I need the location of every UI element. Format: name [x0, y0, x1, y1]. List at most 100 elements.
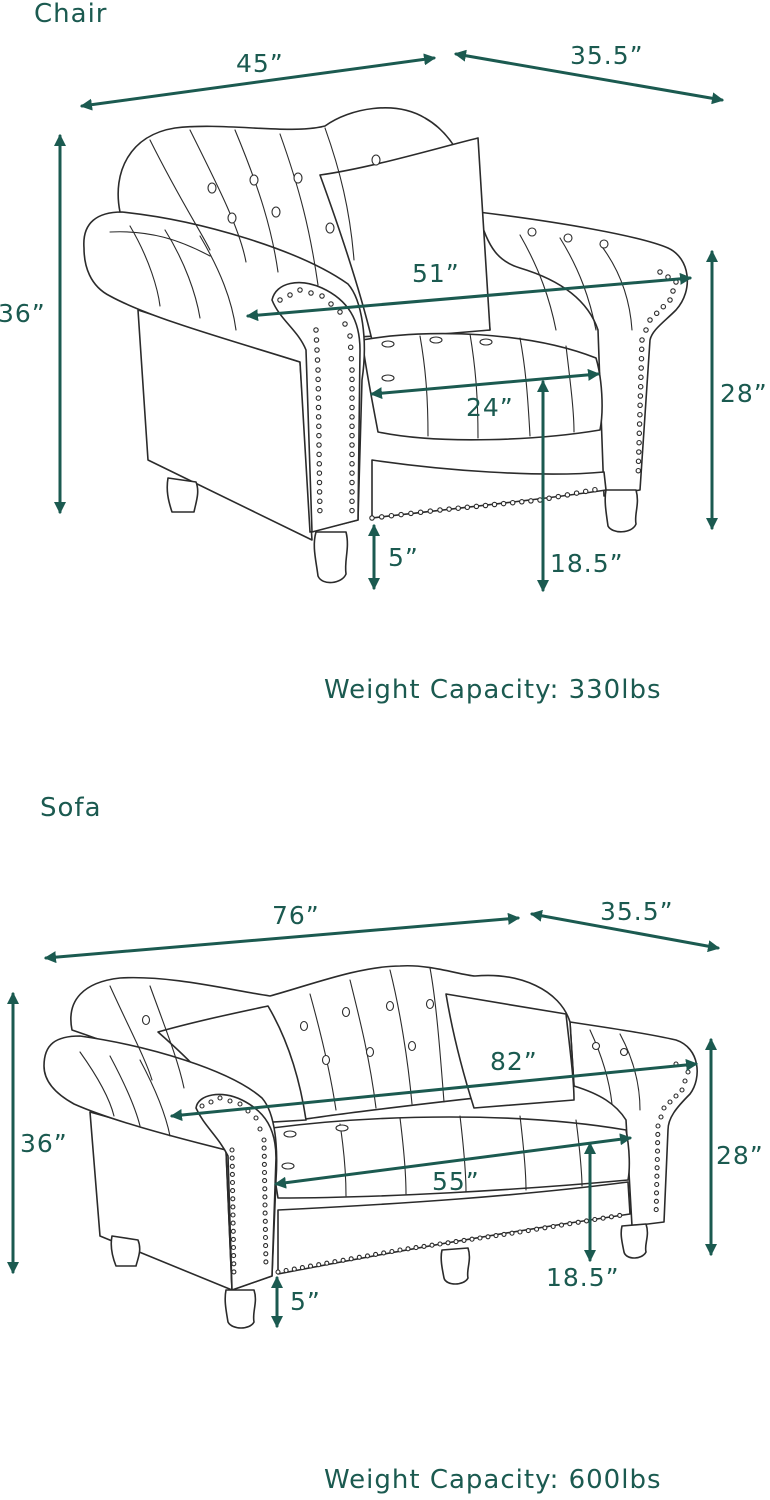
nailhead-stud — [314, 357, 321, 363]
nailhead-stud — [654, 1148, 661, 1154]
nailhead-stud — [437, 507, 443, 513]
nailhead-stud — [373, 1251, 379, 1257]
nailhead-stud — [230, 1212, 236, 1218]
sofa-arm-span-label: 82” — [490, 1047, 538, 1076]
nailhead-stud — [654, 1165, 660, 1171]
chair-seat-width-label: 24” — [466, 393, 514, 422]
sofa-arm-height-label: 28” — [716, 1141, 764, 1170]
nailhead-stud — [349, 376, 355, 383]
chair-arm-span-arrow — [246, 272, 692, 322]
nailhead-stud — [592, 1216, 598, 1223]
chair-depth-label: 35.5” — [570, 41, 644, 70]
nailhead-stud — [315, 376, 321, 383]
nailhead-stud — [445, 1240, 451, 1246]
nailhead-stud — [349, 386, 355, 392]
nailhead-stud — [349, 498, 355, 505]
chair-dimension-arrows — [54, 49, 724, 592]
nailhead-stud — [262, 1202, 268, 1208]
nailhead-stud — [636, 421, 643, 427]
nailhead-stud — [638, 346, 645, 353]
nailhead-stud — [229, 1163, 235, 1169]
nailhead-stud — [230, 1244, 237, 1251]
sofa-width-arrow — [44, 912, 520, 964]
nailhead-stud — [519, 499, 525, 505]
nailhead-stud — [369, 515, 375, 521]
nailhead-stud — [542, 1225, 548, 1231]
nailhead-stud — [464, 504, 471, 511]
nailhead-stud — [653, 1198, 659, 1204]
nailhead-stud — [287, 292, 293, 298]
nailhead-stud — [654, 1156, 660, 1163]
nailhead-stud — [263, 1251, 269, 1257]
nailhead-stud — [381, 1250, 387, 1256]
nailhead-stud — [314, 347, 320, 353]
nailhead-stud — [636, 439, 642, 446]
nailhead-stud — [297, 287, 303, 293]
nailhead-stud — [555, 493, 562, 500]
nailhead-stud — [283, 1267, 289, 1274]
nailhead-stud — [661, 1105, 667, 1111]
nailhead-stud — [349, 395, 355, 401]
chair-arm-height-label: 28” — [720, 379, 768, 408]
nailhead-stud — [262, 1178, 268, 1184]
nailhead-stud — [229, 1179, 236, 1186]
nailhead-stud — [230, 1196, 236, 1202]
nailhead-stud — [317, 507, 323, 514]
nailhead-stud — [546, 495, 552, 502]
chair-height-label: 36” — [0, 299, 46, 328]
chair-arm-span-label: 51” — [412, 259, 460, 288]
nailhead-stud — [262, 1186, 268, 1192]
nailhead-stud — [356, 1254, 362, 1260]
nailhead-stud — [313, 337, 320, 343]
nailhead-stud — [453, 1239, 459, 1245]
nailhead-stud — [655, 1131, 661, 1137]
nailhead-stud — [307, 1263, 314, 1269]
nailhead-stud — [208, 1099, 214, 1105]
nailhead-stud — [534, 1226, 540, 1232]
nailhead-stud — [639, 337, 645, 343]
nailhead-stud — [230, 1236, 236, 1242]
chair-width-arrow — [80, 53, 436, 111]
sofa-dimension-arrows — [7, 909, 720, 1328]
nailhead-stud — [349, 432, 355, 439]
nailhead-stud — [667, 297, 673, 303]
nailhead-stud — [638, 365, 644, 371]
sofa-seat-width-arrow — [274, 1133, 632, 1189]
nailhead-stud — [230, 1228, 236, 1234]
nailhead-stud — [427, 508, 434, 514]
nailhead-stud — [349, 507, 355, 514]
nailhead-stud — [637, 393, 644, 399]
chair-seat-width-arrow — [370, 368, 600, 400]
nailhead-stud — [653, 1190, 660, 1196]
nailhead-stud — [342, 321, 348, 327]
nailhead-stud — [230, 1188, 236, 1194]
chair-leg-height-label: 5” — [388, 543, 419, 572]
nailhead-stud — [263, 1243, 269, 1249]
nailhead-stud — [340, 1257, 346, 1263]
nailhead-stud — [261, 1137, 267, 1143]
nailhead-stud — [347, 344, 354, 351]
nailhead-stud — [654, 1173, 660, 1179]
nailhead-stud — [316, 432, 322, 439]
chair-depth-arrow — [454, 49, 724, 105]
nailhead-stud — [482, 502, 489, 509]
nailhead-stud — [637, 383, 644, 390]
sofa-height-label: 36” — [20, 1129, 68, 1158]
nailhead-stud — [349, 451, 355, 458]
nailhead-stud — [349, 442, 355, 448]
nailhead-stud — [558, 1222, 565, 1228]
nailhead-stud — [349, 461, 355, 467]
sofa-legs — [110, 1223, 649, 1329]
nailhead-stud — [199, 1103, 205, 1109]
nailhead-stud — [575, 1219, 581, 1225]
nailhead-stud — [261, 1169, 268, 1176]
chair-title: Chair — [34, 0, 107, 29]
nailhead-stud — [253, 1115, 259, 1121]
nailhead-stud — [349, 404, 355, 411]
sofa-depth-label: 35.5” — [600, 897, 674, 926]
nailhead-stud — [491, 501, 498, 508]
nailhead-stud — [437, 1241, 443, 1247]
nailhead-stud — [316, 451, 322, 458]
chair-legs — [166, 477, 639, 584]
